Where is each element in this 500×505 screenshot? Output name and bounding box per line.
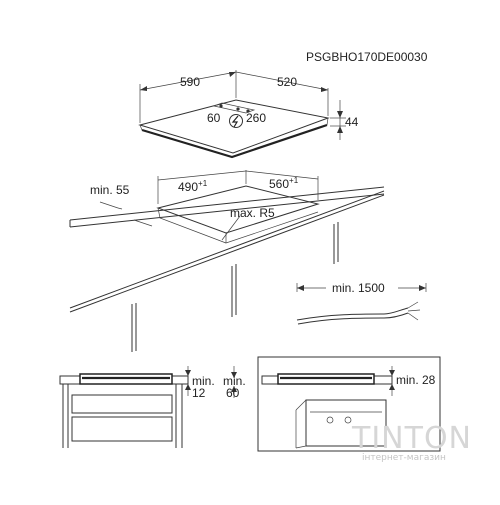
gap-label-right: min. 28: [396, 373, 436, 387]
cutout-radius-label: max. R5: [230, 206, 275, 220]
space-label-left: min.: [223, 374, 246, 388]
junction-b-label: 260: [246, 111, 266, 125]
hob-depth-label: 520: [277, 75, 297, 89]
gap-value-left: 12: [192, 386, 206, 400]
cutout-depth-label: 560+1: [269, 176, 299, 191]
gap-label-left: min.: [192, 374, 215, 388]
hob-dimensions: [139, 70, 346, 140]
cutout-width-label: 490+1: [178, 179, 208, 194]
cable-length-label: min. 1500: [332, 281, 385, 295]
section-left-drawing: [59, 366, 237, 448]
hob-height-label: 44: [345, 115, 359, 129]
watermark-brand: TINTON: [351, 421, 472, 456]
hob-drawing: [138, 99, 330, 159]
watermark-sub: інтернет-магазин: [362, 453, 446, 463]
junction-box-icon: [229, 114, 243, 128]
cable-drawing: [296, 283, 427, 325]
worktop-drawing: [69, 170, 385, 352]
junction-a-label: 60: [207, 111, 221, 125]
space-value-left: 60: [226, 386, 240, 400]
hob-width-label: 590: [180, 75, 200, 89]
section-right-drawing: [257, 356, 441, 452]
model-code: PSGBHO170DE00030: [306, 50, 428, 64]
wall-distance-label: min. 55: [90, 183, 130, 197]
